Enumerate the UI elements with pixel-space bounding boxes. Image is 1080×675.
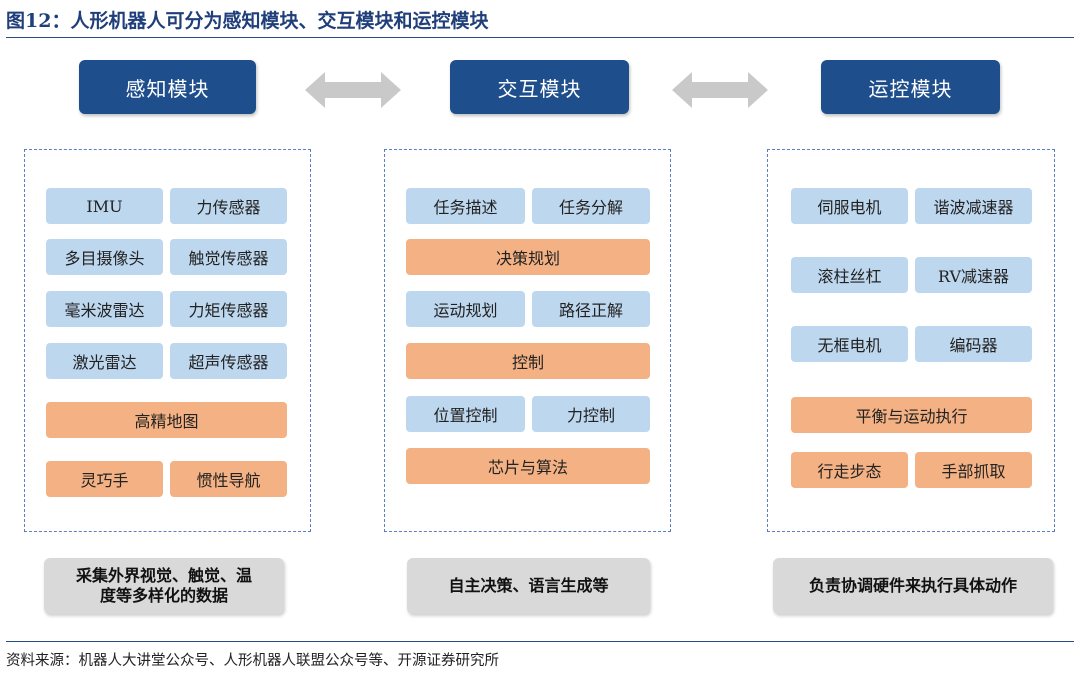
chip-task-description: 任务描述 xyxy=(406,188,525,224)
chip-inertial-navigation: 惯性导航 xyxy=(170,461,287,497)
double-arrow-icon xyxy=(672,72,768,108)
chip-hd-map: 高精地图 xyxy=(46,402,287,438)
summary-perception-line1: 采集外界视觉、触觉、温 xyxy=(75,566,252,585)
summary-motion-control: 负责协调硬件来执行具体动作 xyxy=(773,558,1053,614)
chip-ultrasonic-sensor: 超声传感器 xyxy=(170,343,287,379)
chip-chips-and-algorithms: 芯片与算法 xyxy=(406,448,650,484)
summary-interaction: 自主决策、语言生成等 xyxy=(407,558,650,614)
chip-rv-reducer: RV减速器 xyxy=(915,257,1032,293)
chip-control: 控制 xyxy=(406,343,650,379)
chip-position-control: 位置控制 xyxy=(406,396,525,432)
bottom-rule xyxy=(6,641,1074,642)
chip-force-control: 力控制 xyxy=(532,396,650,432)
source-note: 资料来源：机器人大讲堂公众号、人形机器人联盟公众号等、开源证券研究所 xyxy=(6,653,499,669)
chip-harmonic-reducer: 谐波减速器 xyxy=(915,188,1032,224)
chip-torque-sensor: 力矩传感器 xyxy=(170,291,287,327)
chip-roller-screw: 滚柱丝杠 xyxy=(791,257,908,293)
summary-perception-line2: 度等多样化的数据 xyxy=(99,586,228,605)
panel-interaction xyxy=(384,149,671,532)
chip-dexterous-hand: 灵巧手 xyxy=(46,461,163,497)
summary-perception: 采集外界视觉、触觉、温 度等多样化的数据 xyxy=(44,558,284,614)
chip-servo-motor: 伺服电机 xyxy=(791,188,908,224)
header-perception: 感知模块 xyxy=(79,60,256,114)
header-motion-control: 运控模块 xyxy=(821,60,1000,114)
chip-multi-camera: 多目摄像头 xyxy=(46,239,163,275)
chip-decision-planning: 决策规划 xyxy=(406,239,650,275)
chip-imu: IMU xyxy=(46,188,163,224)
chip-motion-planning: 运动规划 xyxy=(406,291,525,327)
chip-encoder: 编码器 xyxy=(915,326,1032,362)
chip-frameless-motor: 无框电机 xyxy=(791,326,908,362)
chip-task-decomposition: 任务分解 xyxy=(532,188,650,224)
figure-title: 图12：人形机器人可分为感知模块、交互模块和运控模块 xyxy=(6,10,489,32)
chip-balance-motion-execution: 平衡与运动执行 xyxy=(791,397,1032,433)
chip-hand-grasping: 手部抓取 xyxy=(915,452,1032,488)
chip-force-sensor: 力传感器 xyxy=(170,188,287,224)
chip-lidar: 激光雷达 xyxy=(46,343,163,379)
chip-tactile-sensor: 触觉传感器 xyxy=(170,239,287,275)
top-rule xyxy=(6,37,1074,38)
double-arrow-icon xyxy=(305,72,401,108)
chip-walking-gait: 行走步态 xyxy=(791,452,908,488)
panel-perception xyxy=(24,149,311,532)
panel-motion-control xyxy=(767,149,1055,532)
chip-mmwave-radar: 毫米波雷达 xyxy=(46,291,163,327)
chip-path-solution: 路径正解 xyxy=(532,291,650,327)
header-interaction: 交互模块 xyxy=(450,60,629,114)
